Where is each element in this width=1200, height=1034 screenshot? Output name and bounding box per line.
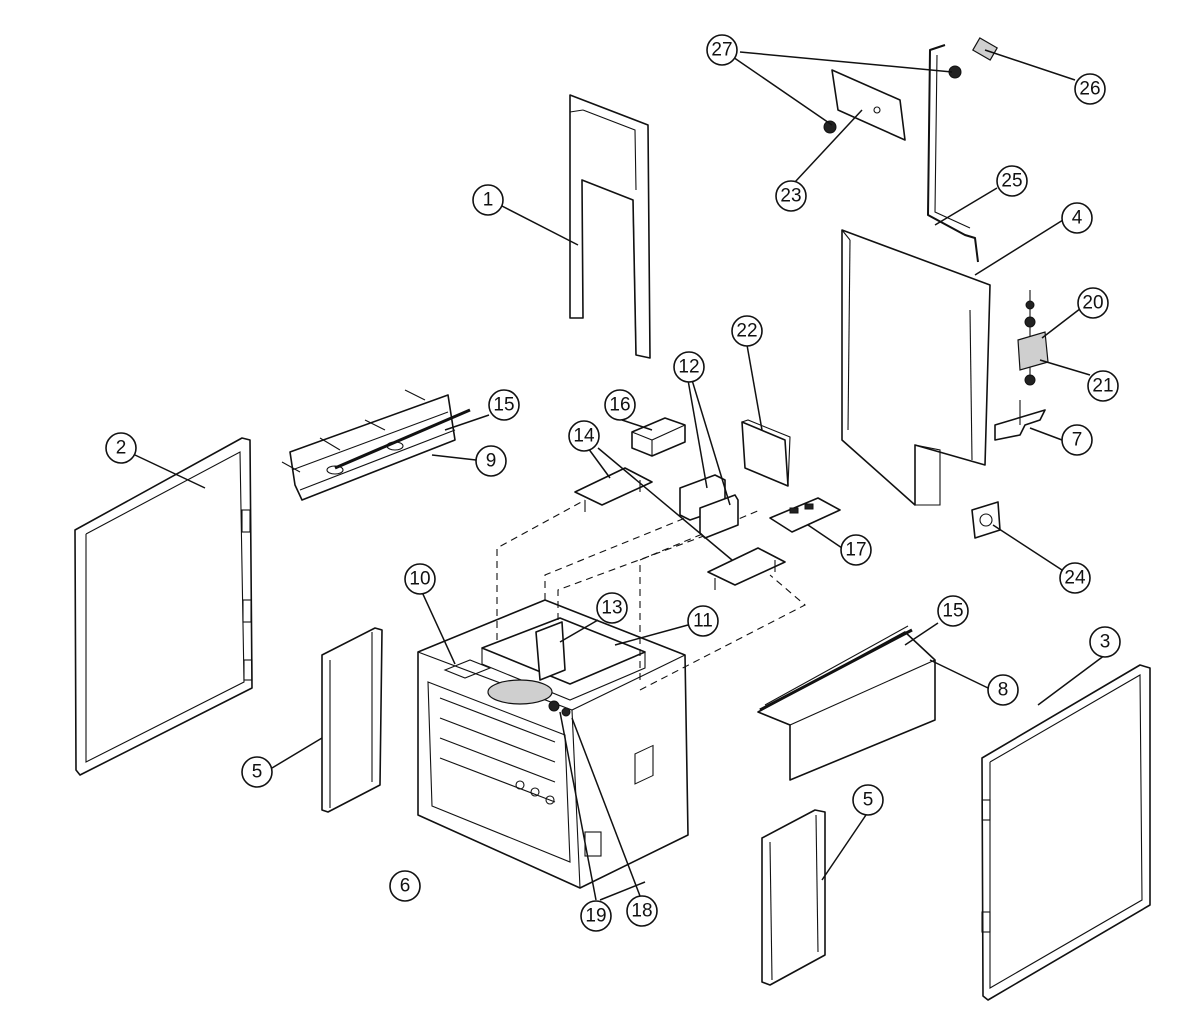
callout-22: 22 <box>731 315 763 347</box>
part-27-nuts <box>823 65 962 134</box>
svg-text:12: 12 <box>678 357 699 378</box>
callout-6: 6 <box>389 870 421 902</box>
svg-text:7: 7 <box>1072 430 1083 451</box>
part-17-circuit-board <box>769 497 841 533</box>
part-1-rear-channel <box>569 94 651 359</box>
svg-text:27: 27 <box>711 40 732 61</box>
part-2-left-side-panel <box>74 437 253 776</box>
svg-text:19: 19 <box>585 906 606 927</box>
part-10-top-plate <box>443 659 492 679</box>
part-3-right-side-panel <box>981 664 1151 1001</box>
svg-text:8: 8 <box>998 680 1009 701</box>
callout-11: 11 <box>687 605 719 637</box>
svg-text:11: 11 <box>693 611 713 632</box>
callout-3: 3 <box>1089 626 1121 658</box>
part-6-oven-cavity <box>417 599 689 889</box>
callout-5-right: 5 <box>852 784 884 816</box>
callout-26: 26 <box>1074 73 1106 105</box>
svg-text:23: 23 <box>780 186 801 207</box>
part-14-plate-lower <box>707 547 786 590</box>
svg-text:26: 26 <box>1079 79 1100 100</box>
callout-25: 25 <box>996 165 1028 197</box>
part-7-bracket <box>994 400 1046 441</box>
callout-1: 1 <box>472 184 504 216</box>
part-8-right-rail <box>757 625 936 781</box>
part-5-right-channel <box>761 809 826 986</box>
svg-text:13: 13 <box>601 598 622 619</box>
svg-text:18: 18 <box>631 901 652 922</box>
part-23-bracket <box>831 69 906 141</box>
svg-text:17: 17 <box>845 540 866 561</box>
svg-text:16: 16 <box>609 395 630 416</box>
svg-text:2: 2 <box>116 438 127 459</box>
callout-4: 4 <box>1061 202 1093 234</box>
svg-text:10: 10 <box>409 569 430 590</box>
part-22-panel <box>741 419 791 487</box>
callout-14: 14 <box>568 420 600 452</box>
svg-text:9: 9 <box>486 451 497 472</box>
svg-text:3: 3 <box>1100 632 1111 653</box>
part-15-rod-lower <box>759 628 913 712</box>
callout-13: 13 <box>596 592 628 624</box>
svg-text:24: 24 <box>1064 568 1086 589</box>
svg-text:21: 21 <box>1092 376 1113 397</box>
part-25-pipe <box>927 44 979 263</box>
callout-8: 8 <box>987 674 1019 706</box>
callout-15-upper: 15 <box>488 389 520 421</box>
callout-15-lower: 15 <box>937 595 969 627</box>
callout-12: 12 <box>673 351 705 383</box>
part-16-box <box>631 417 686 457</box>
svg-text:14: 14 <box>573 426 595 447</box>
callout-18: 18 <box>626 895 658 927</box>
part-9-left-rail <box>289 394 456 501</box>
callout-20: 20 <box>1077 287 1109 319</box>
callout-21: 21 <box>1087 370 1119 402</box>
svg-text:5: 5 <box>863 790 874 811</box>
svg-text:25: 25 <box>1001 171 1022 192</box>
callout-2: 2 <box>105 432 137 464</box>
part-12-blocks <box>679 474 739 539</box>
callout-5-left: 5 <box>241 756 273 788</box>
svg-text:20: 20 <box>1082 293 1103 314</box>
svg-text:1: 1 <box>483 190 494 211</box>
callout-17: 17 <box>840 534 872 566</box>
part-14-plate-upper <box>574 467 653 512</box>
callout-27: 27 <box>706 34 738 66</box>
callout-24: 24 <box>1059 562 1091 594</box>
part-4-rear-panel <box>841 229 991 506</box>
part-13-bracket <box>535 621 566 681</box>
svg-text:4: 4 <box>1072 208 1083 229</box>
callout-10: 10 <box>404 563 436 595</box>
svg-text:22: 22 <box>736 321 757 342</box>
part-15-rod-upper <box>281 389 471 473</box>
part-24-plate <box>971 501 1001 539</box>
svg-text:15: 15 <box>493 395 514 416</box>
callout-9: 9 <box>475 445 507 477</box>
leader-lines <box>134 49 1106 901</box>
svg-text:6: 6 <box>400 876 411 897</box>
part-5-left-channel <box>321 627 383 813</box>
callout-16: 16 <box>604 389 636 421</box>
svg-text:5: 5 <box>252 762 263 783</box>
part-26-fitting <box>972 37 998 61</box>
svg-text:15: 15 <box>942 601 963 622</box>
callout-23: 23 <box>775 180 807 212</box>
part-18-19-components <box>487 679 571 717</box>
callout-19: 19 <box>580 900 612 932</box>
callout-7: 7 <box>1061 424 1093 456</box>
